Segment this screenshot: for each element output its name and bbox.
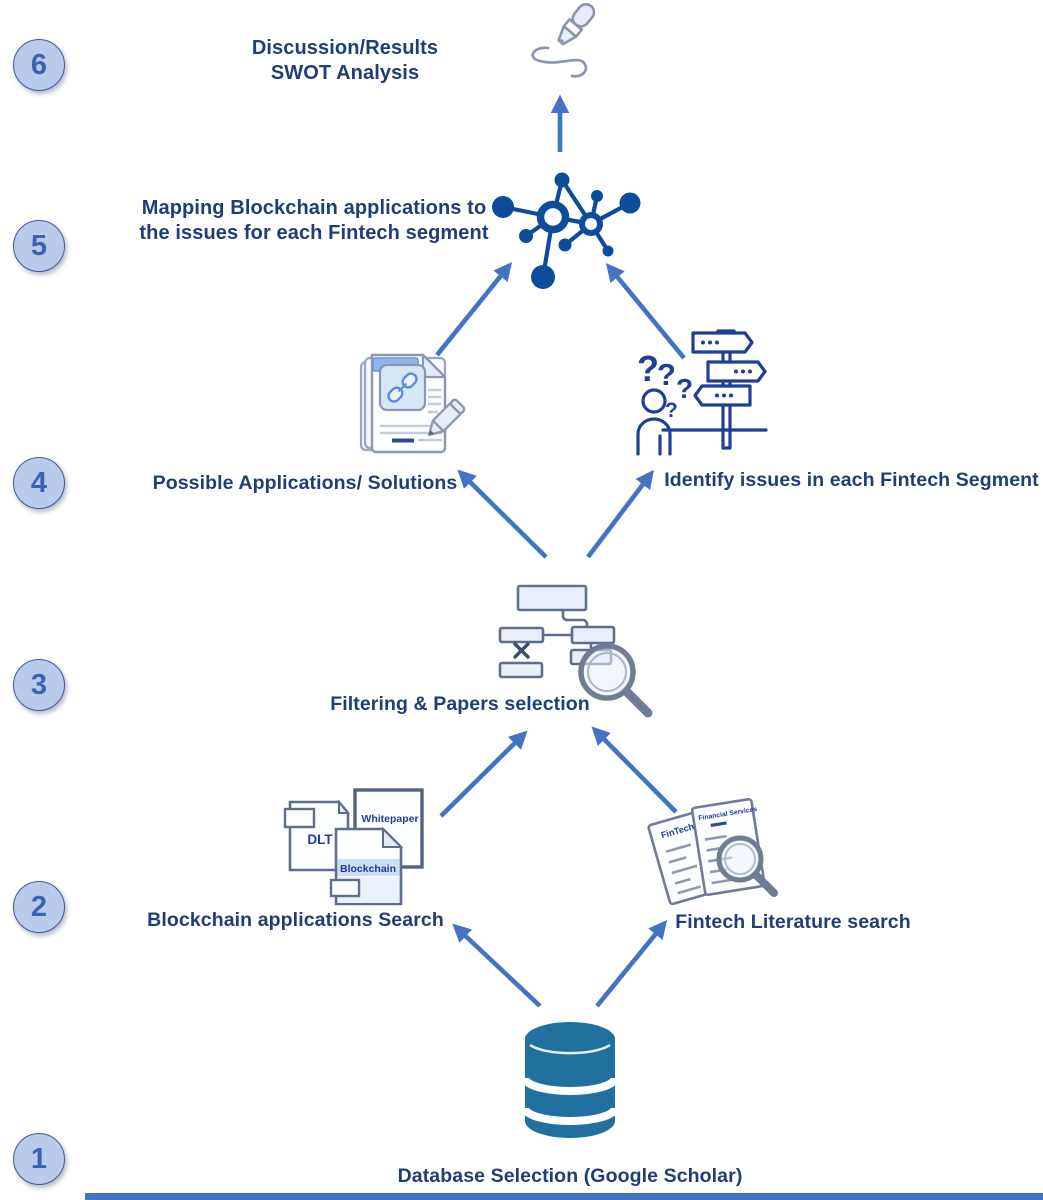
step-badge-4: 4 — [13, 457, 65, 509]
sign-top — [691, 331, 754, 354]
pencil-icon — [427, 398, 466, 437]
svg-text:?: ? — [665, 399, 678, 422]
step4-left-label: Possible Applications/ Solutions — [152, 472, 458, 494]
signature-squiggle — [531, 46, 588, 78]
flow-arrow-issues-to-network — [605, 263, 686, 360]
flow-arrow-db-to-fintech — [595, 920, 668, 1008]
person-signpost-icon: ? ? ? ? — [636, 329, 768, 456]
step-badge-3: 3 — [13, 659, 65, 711]
question-marks: ? ? ? ? — [637, 348, 693, 422]
step6-label-line2: SWOT Analysis — [270, 62, 420, 84]
svg-text:?: ? — [676, 373, 693, 404]
fintech-docs-icon: FinTech Financial Services — [647, 797, 778, 906]
step6-label-line1: Discussion/Results — [251, 37, 439, 59]
step-badge-6: 6 — [13, 39, 65, 91]
step2-left-label: Blockchain applications Search — [147, 909, 444, 931]
bottom-border-line — [85, 1193, 1043, 1200]
flow-arrow-db-to-blockchain — [452, 923, 542, 1008]
database-icon — [521, 1022, 619, 1138]
person-body — [636, 417, 672, 456]
filter-flowchart-icon — [498, 584, 653, 718]
step3-label: Filtering & Papers selection — [330, 693, 590, 715]
magnifier-icon — [578, 643, 653, 718]
step-badge-1: 1 — [13, 1133, 65, 1185]
x-mark-icon — [513, 642, 530, 659]
flow-arrow-blockchain-to-filter — [439, 730, 528, 818]
network-nodes-icon — [492, 172, 641, 289]
magnifier-icon — [716, 835, 778, 897]
chain-link-icon — [387, 372, 418, 403]
blockchain-doc-label: Blockchain — [340, 863, 396, 875]
step6-label: Discussion/Results SWOT Analysis — [180, 36, 510, 86]
flow-arrow-fintech-to-filter — [591, 726, 678, 814]
step2-right-label: Fintech Literature search — [675, 911, 911, 933]
flow-arrow-filter-to-apps — [457, 469, 548, 559]
flow-arrow-apps-to-network — [435, 261, 513, 357]
step1-label: Database Selection (Google Scholar) — [397, 1165, 743, 1187]
documents-link-icon — [359, 353, 466, 454]
pen-signature-icon — [531, 2, 596, 78]
step5-label-line2: the issues for each Fintech segment — [139, 222, 489, 244]
step5-label-line1: Mapping Blockchain applications to — [141, 197, 487, 219]
blockchain-docs-icon: Whitepaper DLT Blockchain — [283, 788, 424, 906]
step4-right-label: Identify issues in each Fintech Segment — [664, 469, 1039, 491]
flow-arrow-filter-to-issues — [586, 469, 654, 559]
step5-label: Mapping Blockchain applications to the i… — [138, 196, 490, 246]
dlt-doc-label: DLT — [307, 832, 333, 847]
step-badge-5: 5 — [13, 220, 65, 272]
svg-text:?: ? — [637, 348, 659, 389]
person-head — [641, 388, 667, 414]
svg-text:?: ? — [657, 357, 676, 392]
whitepaper-doc-label: Whitepaper — [361, 813, 418, 825]
step-badge-2: 2 — [13, 881, 65, 933]
